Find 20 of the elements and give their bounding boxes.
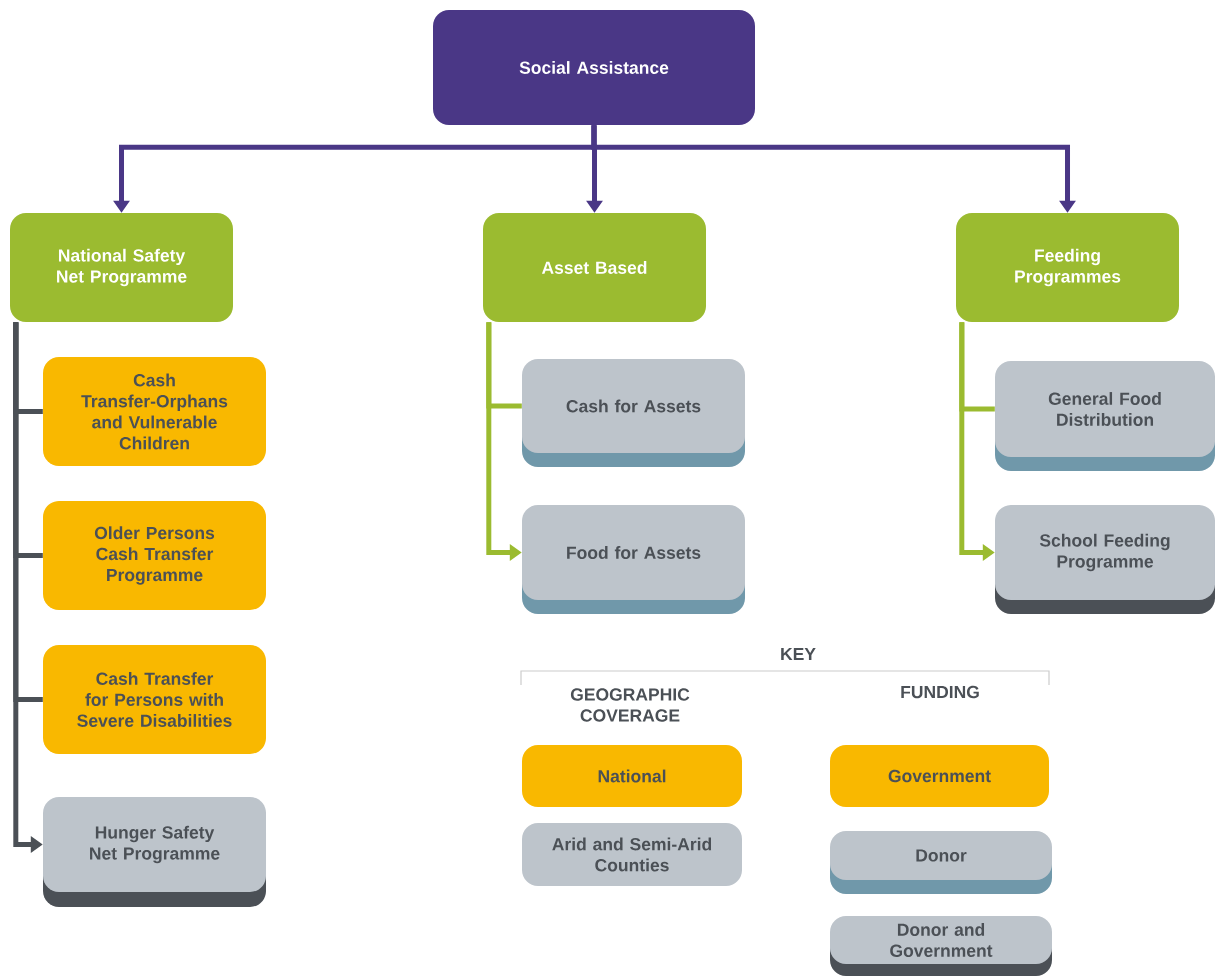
process-box: National Safety Net Programme xyxy=(10,213,233,322)
process-box: Asset Based xyxy=(483,213,706,322)
process-box: Older Persons Cash Transfer Programme xyxy=(43,501,266,610)
process-box: General Food Distribution xyxy=(995,361,1215,471)
title-box: Social Assistance xyxy=(433,10,755,125)
process-box: National xyxy=(522,745,742,807)
process-box: Hunger Safety Net Programme xyxy=(43,797,266,907)
key-heading: KEY xyxy=(781,647,816,660)
process-box: School Feeding Programme xyxy=(995,505,1215,614)
process-box: Cash for Assets xyxy=(522,359,745,467)
process-box: Donor and Government xyxy=(830,916,1052,976)
process-box: Cash Transfer-Orphans and Vulnerable Children xyxy=(43,357,266,466)
key-heading: FUNDING xyxy=(901,685,979,699)
process-box: Food for Assets xyxy=(522,505,745,614)
process-box: Government xyxy=(830,745,1049,807)
process-box: Arid and Semi-Arid Counties xyxy=(522,823,742,886)
process-box: Cash Transfer for Persons with Severe Disabilities xyxy=(43,645,266,754)
key-heading: GEOGRAPHIC COVERAGE xyxy=(570,688,690,722)
process-box: Donor xyxy=(830,831,1052,894)
process-box: Feeding Programmes xyxy=(956,213,1179,322)
